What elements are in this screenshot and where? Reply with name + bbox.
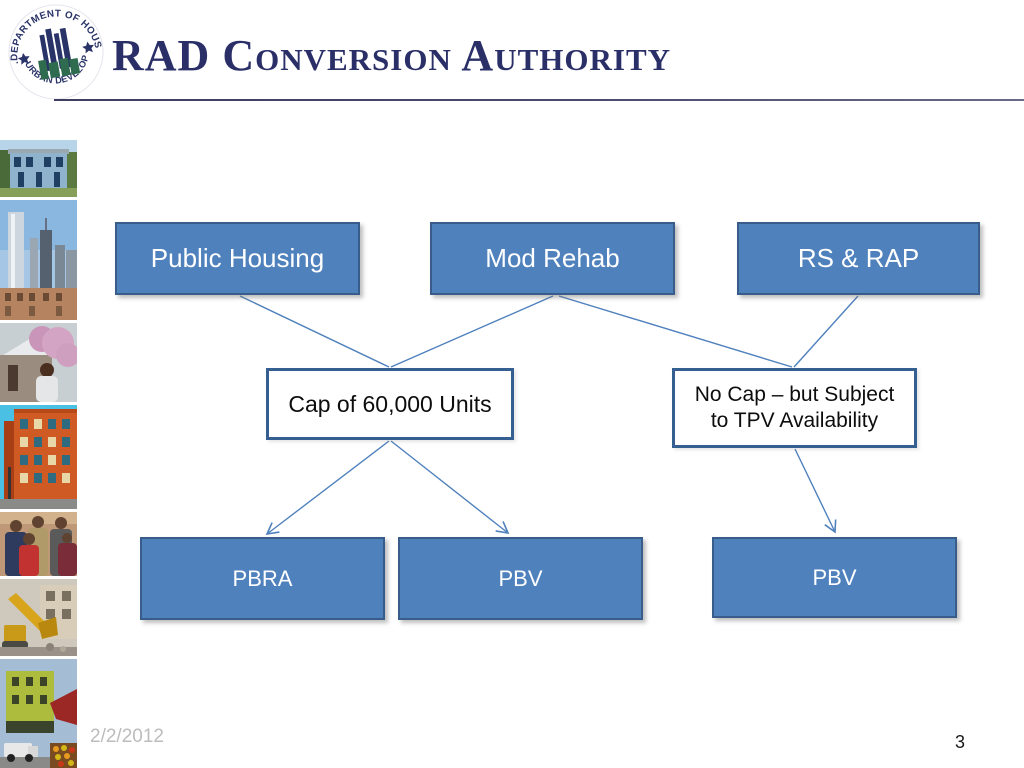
city-skyline-photo bbox=[0, 200, 77, 320]
connector-mod-rehab-to-no-cap bbox=[558, 295, 793, 368]
connector-rs-rap-to-no-cap bbox=[793, 295, 859, 368]
node-pbra: PBRA bbox=[140, 537, 385, 620]
header-divider bbox=[54, 99, 1024, 101]
node-public-housing-label: Public Housing bbox=[150, 243, 325, 274]
seal-star-right bbox=[82, 41, 94, 54]
node-pbv-left-label: PBV bbox=[498, 565, 543, 591]
slide-date: 2/2/2012 bbox=[90, 726, 164, 747]
connector-mod-rehab-to-cap bbox=[390, 295, 554, 368]
seal-star-left bbox=[17, 52, 30, 65]
node-rs-rap-label: RS & RAP bbox=[797, 243, 920, 274]
node-no-cap-label-line1: No Cap – but Subject bbox=[694, 382, 895, 406]
seal-buildings bbox=[38, 27, 81, 80]
connector-public-housing-to-cap bbox=[239, 295, 390, 368]
node-no-cap-label-line2: to TPV Availability bbox=[710, 409, 879, 432]
connector-cap-to-pbra bbox=[265, 440, 390, 536]
node-pbv-left: PBV bbox=[398, 537, 643, 620]
node-mod-rehab-label: Mod Rehab bbox=[485, 243, 620, 274]
node-pbv-right-label: PBV bbox=[812, 564, 857, 590]
green-building-market-photo bbox=[0, 659, 77, 768]
house-with-flowering-tree-photo bbox=[0, 323, 77, 402]
family-group-photo bbox=[0, 512, 77, 576]
page-title: RAD Conversion Authority bbox=[112, 31, 672, 80]
orange-apartment-building-photo bbox=[0, 405, 77, 509]
photo-strip bbox=[0, 140, 77, 768]
slide-page-number: 3 bbox=[954, 732, 965, 752]
node-cap-label: Cap of 60,000 Units bbox=[288, 390, 492, 417]
blue-house-photo bbox=[0, 140, 77, 197]
node-public-housing: Public Housing bbox=[115, 222, 360, 295]
node-no-cap: No Cap – but Subject to TPV Availability bbox=[672, 368, 917, 448]
node-pbv-right: PBV bbox=[712, 537, 957, 618]
connector-no-cap-to-pbv bbox=[794, 448, 837, 534]
node-mod-rehab: Mod Rehab bbox=[430, 222, 675, 295]
node-pbra-label: PBRA bbox=[232, 565, 293, 591]
node-rs-rap: RS & RAP bbox=[737, 222, 980, 295]
demolition-excavator-photo bbox=[0, 579, 77, 656]
connector-cap-to-pbv bbox=[390, 440, 510, 535]
hud-seal-logo: U.S.DEPARTMENT OF HOUSING AND URBAN DEVE… bbox=[8, 4, 104, 100]
node-cap: Cap of 60,000 Units bbox=[266, 368, 514, 440]
